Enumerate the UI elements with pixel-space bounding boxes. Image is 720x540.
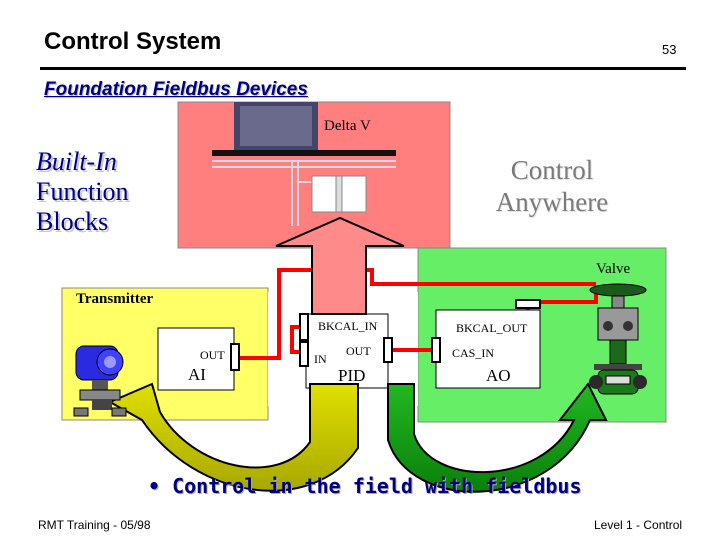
ai-name: AI <box>188 365 206 384</box>
valve-label: Valve <box>596 261 631 277</box>
control-anywhere-caption: Control Anywhere <box>490 154 614 218</box>
builtin-line2: Function <box>36 177 129 206</box>
ao-bkcal-out-port <box>515 299 541 309</box>
footer-left: RMT Training - 05/98 <box>38 518 151 532</box>
ao-name: AO <box>486 366 511 385</box>
builtin-function-blocks-caption: Built-In Function Blocks <box>36 147 128 237</box>
ao-block <box>435 309 541 389</box>
ai-block <box>157 327 235 391</box>
pid-in-port <box>299 341 309 367</box>
slide-subtitle: Foundation Fieldbus Devices <box>44 79 308 100</box>
valve-device <box>589 283 647 395</box>
page-number: 53 <box>662 42 677 57</box>
builtin-line1: Built-In <box>36 147 117 176</box>
bullet-dot-icon: • <box>148 474 161 498</box>
slide-title: Control System <box>44 28 222 55</box>
ao-bkcal-out-label: BKCAL_OUT <box>456 321 528 335</box>
ao-cas-in-label: CAS_IN <box>452 346 495 360</box>
transmitter-label: Transmitter <box>76 291 154 307</box>
pid-bkcal-in-port <box>299 313 309 341</box>
title-rule <box>40 67 686 70</box>
bullet-text: Control in the field with fieldbus <box>172 474 582 498</box>
ao-cas-in-port <box>431 337 441 363</box>
curved-arrow-pid-to-valve <box>387 382 608 493</box>
pid-name: PID <box>338 366 366 385</box>
transmitter-device <box>73 345 127 417</box>
pid-out-label: OUT <box>346 344 371 358</box>
bullet-point: • Control in the field with fieldbus <box>148 474 582 498</box>
anywhere-line1: Control <box>510 155 594 185</box>
pid-bkcal-in-label: BKCAL_IN <box>318 319 378 333</box>
pid-out-port <box>383 337 393 363</box>
ai-out-port <box>230 343 240 371</box>
up-arrow <box>275 216 405 315</box>
deltav-computer <box>212 102 396 226</box>
deltav-label: Delta V <box>324 118 371 134</box>
pid-in-label: IN <box>314 352 327 366</box>
anywhere-line2: Anywhere <box>495 187 609 217</box>
curved-arrow-transmitter-to-pid <box>107 382 359 492</box>
builtin-line3: Blocks <box>36 207 109 236</box>
ai-out-label: OUT <box>200 348 225 362</box>
footer-right: Level 1 - Control <box>594 518 683 532</box>
